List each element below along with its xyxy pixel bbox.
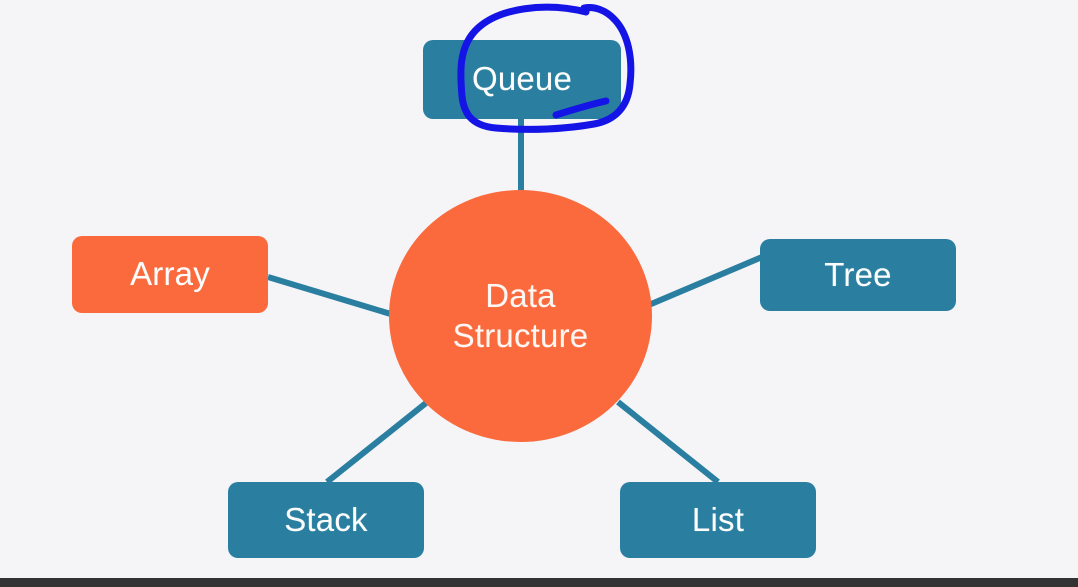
center-node-label: Data Structure (452, 277, 589, 354)
edge-center-to-array (267, 274, 405, 321)
center-node-data-structure[interactable]: Data Structure (389, 190, 652, 442)
bottom-bar (0, 578, 1078, 587)
node-tree-label: Tree (824, 255, 892, 293)
edge-center-to-stack (325, 400, 428, 485)
edge-center-to-list (616, 399, 720, 485)
node-tree[interactable]: Tree (760, 239, 956, 311)
node-stack[interactable]: Stack (228, 482, 424, 558)
node-queue[interactable]: Queue (423, 40, 621, 119)
node-queue-label: Queue (471, 60, 573, 98)
node-list[interactable]: List (620, 482, 816, 558)
node-array[interactable]: Array (72, 236, 268, 313)
edge-center-to-tree (635, 254, 764, 313)
node-list-label: List (691, 500, 745, 538)
node-array-label: Array (130, 255, 210, 293)
node-stack-label: Stack (284, 500, 368, 538)
